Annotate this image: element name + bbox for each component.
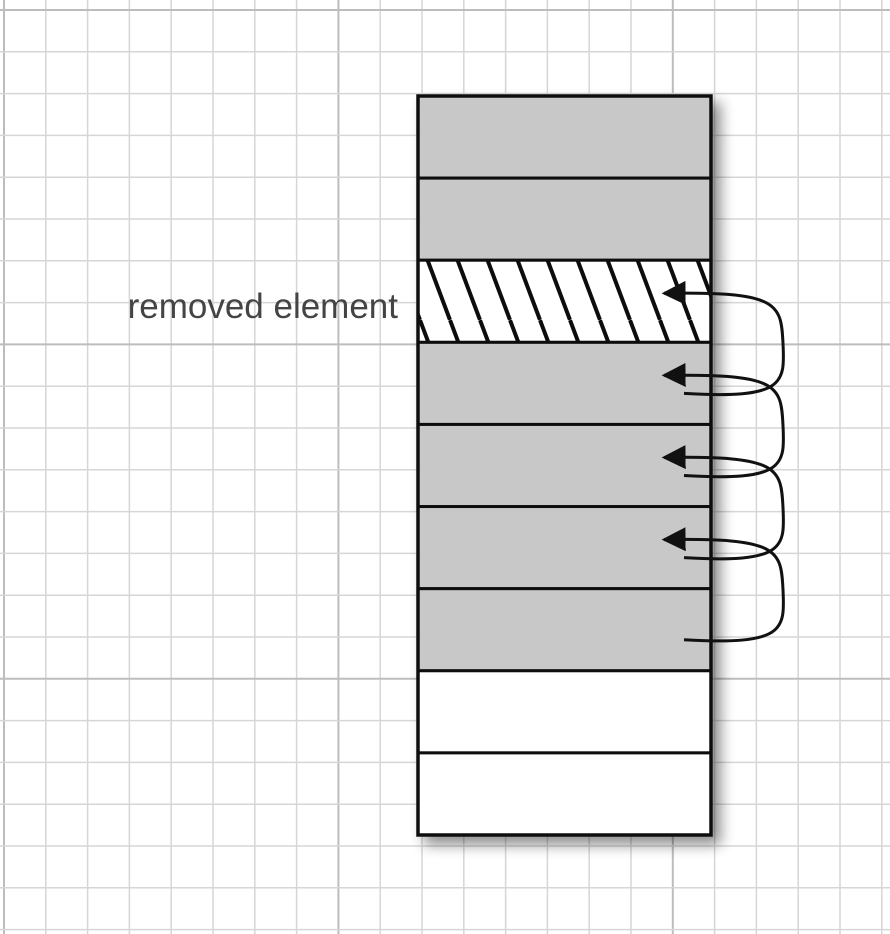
empty-slot [416, 669, 713, 755]
shift-arrows [661, 280, 785, 643]
removed-element-label: removed element [128, 287, 399, 326]
filled-slot [416, 340, 713, 426]
empty-slot [416, 751, 713, 837]
array-outline [416, 94, 713, 837]
filled-slot [416, 587, 713, 673]
filled-slot [416, 94, 713, 180]
shift-arrow [661, 363, 785, 479]
filled-slot [416, 422, 713, 509]
shift-arrow [661, 445, 785, 561]
removed-slot [416, 258, 713, 344]
filled-slot [416, 505, 713, 591]
shift-arrow [661, 527, 785, 643]
array-column [416, 94, 713, 837]
filled-slot [416, 176, 713, 262]
shift-arrow [661, 280, 785, 397]
